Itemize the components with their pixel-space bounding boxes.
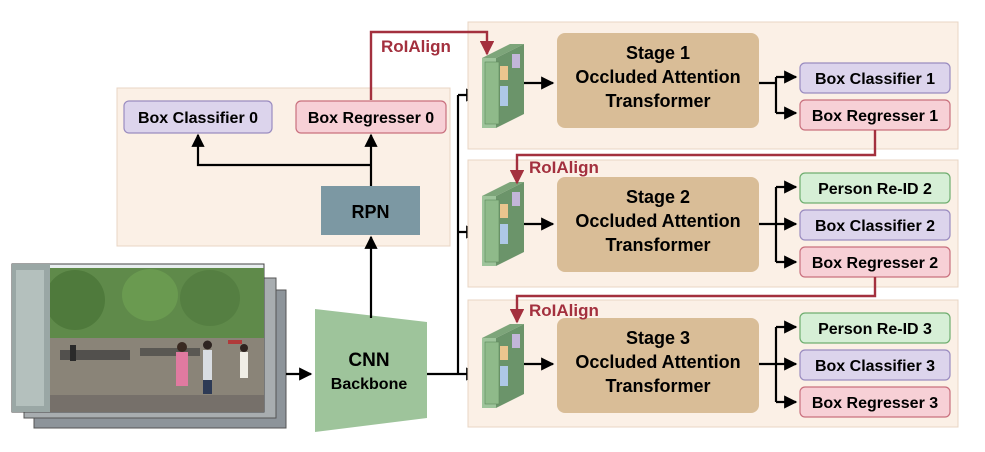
rpn-block [321,186,420,235]
box-classifier-2 [799,209,951,241]
box-classifier-0-label: Box Classifier 0 [138,110,258,127]
stage-2-subtitle: Occluded Attention [575,211,740,231]
box-classifier-1 [799,62,951,94]
stage-1-title: Stage 1 [626,43,690,63]
cnn-backbone [315,309,427,432]
stage-2-output-connectors [759,180,798,269]
backbone-label-line1: CNN [348,350,389,371]
box-classifier-3 [799,349,951,381]
stage-2-subtitle-2: Transformer [605,235,710,255]
roialign-arrow-stage-1-to-stage-2 [509,130,877,185]
backbone-label-line2: Backbone [331,376,408,393]
stage-2-title: Stage 2 [626,187,690,207]
box-classifier-0 [123,100,273,134]
stage-2-feature-map-icon [482,182,524,266]
box-regresser-3-label: Box Regresser 3 [812,395,938,412]
person-reid-3-label: Person Re-ID 3 [818,321,932,338]
box-classifier-1-label: Box Classifier 1 [815,71,935,88]
stage-2-transformer [557,177,759,272]
stage-3-subtitle-2: Transformer [605,376,710,396]
input-image-stack [11,263,287,429]
stage-1-output-connectors [759,70,798,120]
stage-3-subtitle: Occluded Attention [575,352,740,372]
roialign-label-2: RoIAlign [529,158,599,177]
stage-1-subtitle-2: Transformer [605,91,710,111]
rpn-to-classifier-arrow [191,133,371,167]
stage-3-title: Stage 3 [626,328,690,348]
stage-1-subtitle: Occluded Attention [575,67,740,87]
stage-3-transformer [557,318,759,413]
street-photo [11,263,265,413]
person-reid-3 [799,312,951,344]
box-classifier-3-label: Box Classifier 3 [815,358,935,375]
stage-1-feature-map-icon [482,44,524,128]
box-regresser-1-label: Box Regresser 1 [812,108,938,125]
box-regresser-3 [799,386,951,418]
stage-3-output-connectors [759,320,798,409]
roialign-label-3: RoIAlign [529,301,599,320]
box-regresser-2-label: Box Regresser 2 [812,255,938,272]
person-reid-2-label: Person Re-ID 2 [818,181,932,198]
rpn-label: RPN [351,202,389,222]
box-regresser-0-label: Box Regresser 0 [308,110,434,127]
roialign-arrow-rpn-to-stage-1 [369,30,495,100]
stage-1-transformer [557,33,759,128]
stage-3-feature-map-icon [482,324,524,408]
roialign-arrow-stage-2-to-stage-3 [509,277,877,324]
box-regresser-0 [295,100,447,134]
box-classifier-2-label: Box Classifier 2 [815,218,935,235]
person-reid-2 [799,172,951,204]
roialign-label-1: RoIAlign [381,37,451,56]
